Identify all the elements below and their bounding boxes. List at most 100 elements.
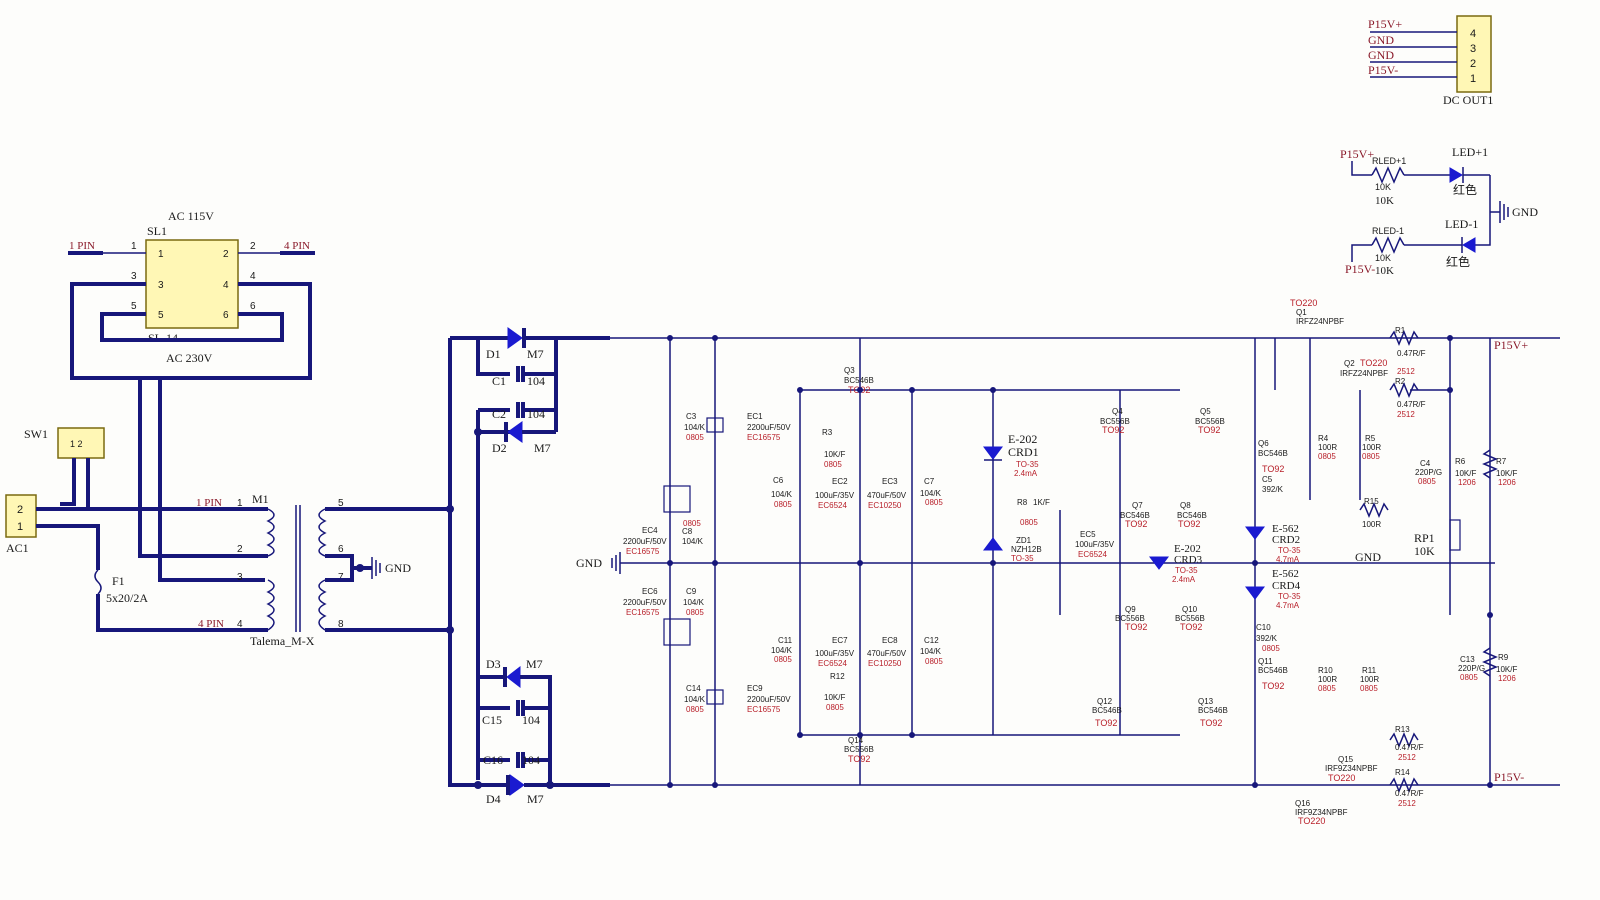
d2-label: D2 bbox=[492, 441, 507, 455]
r5-label: R5 bbox=[1365, 434, 1376, 443]
c3-label: C3 bbox=[686, 412, 697, 421]
crd2-package: TO-35 bbox=[1278, 546, 1301, 555]
output-stage: TO220 Q1 IRFZ24NPBF R1 0.47R/F 2512 Q2 T… bbox=[1274, 298, 1528, 826]
crd1-current: 2.4mA bbox=[1014, 469, 1038, 478]
m1-label: M1 bbox=[252, 492, 269, 506]
ec8-value: 470uF/50V bbox=[867, 649, 907, 658]
ec4-label: EC4 bbox=[642, 526, 658, 535]
rled-bottom-label: RLED-1 bbox=[1372, 226, 1404, 236]
r3-package: 0805 bbox=[824, 460, 842, 469]
ec9-package: EC16575 bbox=[747, 705, 781, 714]
dc-pin-2: 2 bbox=[1470, 58, 1476, 70]
tx-pin-8: 8 bbox=[338, 619, 344, 630]
diode-d2-icon bbox=[507, 421, 523, 443]
c11-label: C11 bbox=[778, 636, 793, 645]
q4-value: BC556B bbox=[1100, 417, 1130, 426]
c7-package: 0805 bbox=[925, 498, 943, 507]
q8-package: TO92 bbox=[1178, 519, 1200, 529]
transformer-m1: M1 1 PIN 4 PIN 1 2 3 4 5 6 7 8 Talema_M-… bbox=[196, 492, 450, 648]
tx-pin-1: 1 bbox=[237, 498, 243, 509]
gnd-main-label: GND bbox=[576, 556, 602, 570]
q11-package: TO92 bbox=[1262, 681, 1284, 691]
q14-package: TO92 bbox=[848, 754, 870, 764]
sl-pin1: 1 bbox=[158, 249, 164, 260]
c5-label: C5 bbox=[1262, 475, 1273, 484]
c9-label: C9 bbox=[686, 587, 697, 596]
q5-package: TO92 bbox=[1198, 425, 1220, 435]
crd3-icon bbox=[1149, 556, 1169, 570]
rp1-potentiometer-icon bbox=[1449, 519, 1461, 551]
secondary-coil-1 bbox=[318, 508, 327, 557]
q9-package: TO92 bbox=[1125, 622, 1147, 632]
r13-resistor bbox=[1389, 732, 1419, 748]
ec6-label: EC6 bbox=[642, 587, 658, 596]
r13-label: R13 bbox=[1395, 725, 1410, 734]
q16-value: IRF9Z34NPBF bbox=[1295, 808, 1348, 817]
c14-value: 104/K bbox=[684, 695, 706, 704]
primary-coil-2 bbox=[266, 579, 275, 631]
r11-package: 0805 bbox=[1360, 684, 1378, 693]
ec8-label: EC8 bbox=[882, 636, 898, 645]
r6-label: R6 bbox=[1455, 457, 1466, 466]
ec7-package: EC6524 bbox=[818, 659, 847, 668]
e202b-label: E-202 bbox=[1174, 543, 1201, 555]
c2-label: C2 bbox=[492, 407, 506, 421]
r12-value: 10K/F bbox=[824, 693, 845, 702]
ec9-label: EC9 bbox=[747, 684, 763, 693]
crd3-label: CRD3 bbox=[1174, 554, 1203, 566]
sl-pin5: 5 bbox=[158, 310, 164, 321]
fuse-f1-icon bbox=[94, 569, 102, 595]
led-bottom-icon bbox=[1462, 237, 1476, 253]
d1-label: D1 bbox=[486, 347, 501, 361]
c6-value: 104/K bbox=[771, 490, 793, 499]
ec4-package: EC16575 bbox=[626, 547, 660, 556]
led-bottom-label: LED-1 bbox=[1445, 217, 1478, 231]
r7-label: R7 bbox=[1496, 457, 1507, 466]
r15-value: 100R bbox=[1362, 520, 1381, 529]
q6-label: Q6 bbox=[1258, 439, 1269, 448]
secondary-coil-2 bbox=[318, 579, 327, 631]
q4-label: Q4 bbox=[1112, 407, 1123, 416]
ac230-label: AC 230V bbox=[166, 351, 213, 365]
c2-value: 104 bbox=[527, 407, 545, 421]
crd2-current: 4.7mA bbox=[1276, 555, 1300, 564]
tx-pin-6: 6 bbox=[338, 544, 344, 555]
r7-resistor bbox=[1482, 449, 1498, 479]
c4-label: C4 bbox=[1420, 459, 1431, 468]
tx-pin-3: 3 bbox=[237, 572, 243, 583]
rled-bottom-resistor bbox=[1371, 236, 1405, 254]
r4-value: 100R bbox=[1318, 443, 1337, 452]
q2-label: Q2 bbox=[1344, 359, 1355, 368]
r12-package: 0805 bbox=[826, 703, 844, 712]
ec5-package: EC6524 bbox=[1078, 550, 1107, 559]
r7-package: 1206 bbox=[1498, 478, 1516, 487]
sw1-label: SW1 bbox=[24, 427, 48, 441]
q14-label: Q14 bbox=[848, 736, 864, 745]
zd1-package: TO-35 bbox=[1011, 554, 1034, 563]
r12-label: R12 bbox=[830, 672, 845, 681]
r10-value: 100R bbox=[1318, 675, 1337, 684]
q16-package: TO220 bbox=[1298, 816, 1325, 826]
c5-value: 392/K bbox=[1262, 485, 1284, 494]
c13-label: C13 bbox=[1460, 655, 1475, 664]
regulator-section: Q3 BC546B TO92 R3 10K/F 0805 C6 104/K 08… bbox=[771, 338, 1381, 785]
r3-value: 10K/F bbox=[824, 450, 845, 459]
led-gnd-icon bbox=[1499, 201, 1509, 223]
ac1-pin2: 2 bbox=[17, 504, 23, 516]
crd3-package: TO-35 bbox=[1175, 566, 1198, 575]
bridge-rectifier: D1 M7 C1 104 C2 104 D2 M7 D3 M7 C15 104 bbox=[446, 327, 610, 806]
q16-label: Q16 bbox=[1295, 799, 1311, 808]
r10-package: 0805 bbox=[1318, 684, 1336, 693]
r7-value: 10K/F bbox=[1496, 469, 1517, 478]
c1-value: 104 bbox=[527, 374, 545, 388]
ec2-value: 100uF/35V bbox=[815, 491, 855, 500]
pin4-label: 4 PIN bbox=[284, 240, 310, 252]
sl-ext-pin1: 1 bbox=[131, 241, 137, 252]
rled-top-resistor bbox=[1371, 166, 1405, 184]
q9-value: BC556B bbox=[1115, 614, 1145, 623]
dc-out-label: DC OUT1 bbox=[1443, 93, 1493, 107]
q12-value: BC546B bbox=[1092, 706, 1122, 715]
rled-bottom-value2: 10K bbox=[1375, 265, 1394, 277]
c6-label: C6 bbox=[773, 476, 784, 485]
q7-value: BC546B bbox=[1120, 511, 1150, 520]
